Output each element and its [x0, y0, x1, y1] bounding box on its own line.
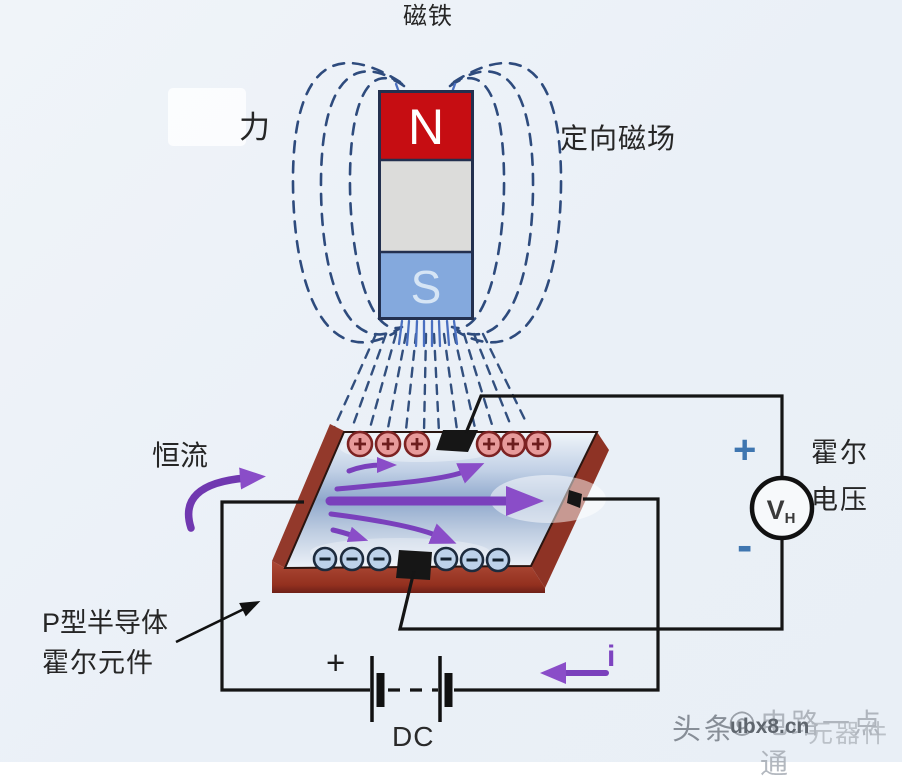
negative-charges-row — [312, 546, 511, 573]
magnetic-field-lines — [291, 61, 563, 344]
electrode-contacts — [396, 430, 582, 580]
battery-short-plate — [376, 673, 385, 707]
semiconductor-label-line2: 霍尔元件 — [42, 648, 154, 678]
hall-bottom-wire — [397, 536, 784, 631]
magnet-south-pole — [380, 252, 472, 318]
magnet-label: 磁铁 — [403, 3, 453, 30]
watermark-logo-icon: ◎ — [728, 703, 756, 739]
top-contact — [436, 430, 478, 452]
south-pole-letter: S — [411, 261, 442, 313]
semiconductor-label-line1: P型半导体 — [42, 608, 169, 638]
bottom-contact — [396, 550, 432, 580]
right-contact — [567, 490, 582, 508]
hall-voltage-label-line2: 电压 — [811, 485, 869, 515]
voltage-minus-sign: - — [737, 519, 753, 571]
plate-left-face — [272, 424, 344, 568]
svg-text:VH: VH — [767, 495, 796, 527]
battery-short-plate — [444, 673, 453, 707]
field-fan-lines — [332, 332, 529, 434]
meter-subscript: H — [785, 510, 796, 527]
constant-current-label: 恒流 — [152, 440, 209, 471]
hall-voltage-label-line1: 霍尔 — [811, 438, 869, 468]
label-pointer-arrow — [175, 601, 261, 644]
meter-symbol: V — [767, 495, 785, 525]
directional-field-label: 定向磁场 — [560, 123, 677, 154]
watermark-ghost-text: 元器件 — [808, 720, 890, 748]
voltage-plus-sign: + — [733, 428, 757, 472]
north-pole-letter: N — [408, 99, 444, 155]
force-label: 力 — [239, 110, 270, 145]
magnet-middle-section — [380, 160, 472, 252]
minus-sign-icon — [319, 557, 504, 562]
dc-supply-label: DC — [392, 721, 435, 752]
magnet-bar: N S — [378, 90, 474, 320]
constant-current-arrow — [184, 467, 266, 532]
hall-voltage-meter: VH — [749, 475, 815, 541]
watermark: 电路一点通 元器件 头条 ◎ ubx8.cn — [658, 698, 902, 779]
dc-battery — [370, 656, 453, 722]
watermark-prefix: 头条 — [672, 714, 737, 746]
battery-plus-sign: + — [326, 644, 346, 681]
current-flow-arrows — [325, 457, 544, 544]
positive-charges-row — [346, 430, 552, 458]
dc-right-wire — [454, 497, 660, 692]
magnet-north-pole — [380, 92, 472, 160]
plus-sign-icon — [354, 438, 544, 450]
current-symbol-label: i — [607, 640, 616, 673]
hall-top-wire — [464, 394, 784, 480]
background-patch — [168, 88, 246, 146]
dc-left-wire — [220, 500, 370, 692]
diagram-canvas: N S — [175, 61, 815, 722]
watermark-site: ubx8.cn — [730, 715, 810, 738]
circuit-wires — [220, 394, 784, 692]
